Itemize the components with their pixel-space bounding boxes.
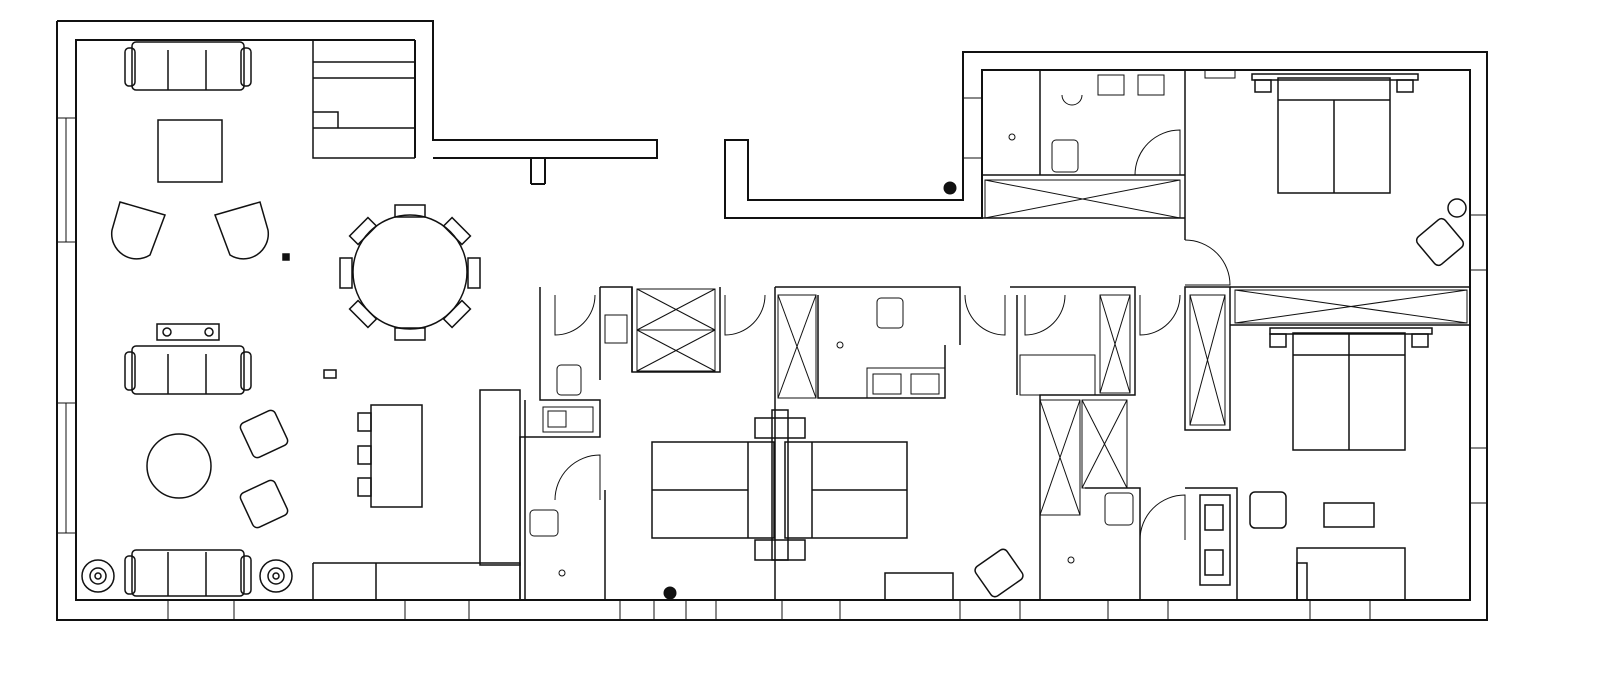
sofa-top	[124, 41, 252, 91]
wardrobes	[636, 179, 1468, 516]
double-bed	[651, 409, 908, 561]
round-table	[146, 433, 212, 499]
double-bed-right	[1269, 327, 1433, 451]
double-bed-top	[1251, 73, 1419, 194]
bar-table	[357, 404, 423, 508]
bathroom-fixtures	[529, 69, 1236, 600]
coffee-table	[157, 119, 223, 183]
armchair	[239, 409, 289, 459]
armchair	[1249, 491, 1287, 529]
bedroom-furniture	[651, 73, 1467, 601]
dining-table	[339, 204, 481, 341]
armchair	[110, 201, 166, 260]
armchair	[214, 201, 270, 260]
sofa-middle	[124, 323, 252, 395]
windows	[56, 97, 1488, 621]
interior-walls	[312, 40, 1470, 600]
armchair	[239, 479, 289, 529]
doors	[554, 129, 1231, 541]
living-furniture	[81, 41, 481, 597]
sofa-bottom	[124, 549, 252, 597]
armchair	[1415, 217, 1465, 267]
armchair	[974, 548, 1024, 598]
